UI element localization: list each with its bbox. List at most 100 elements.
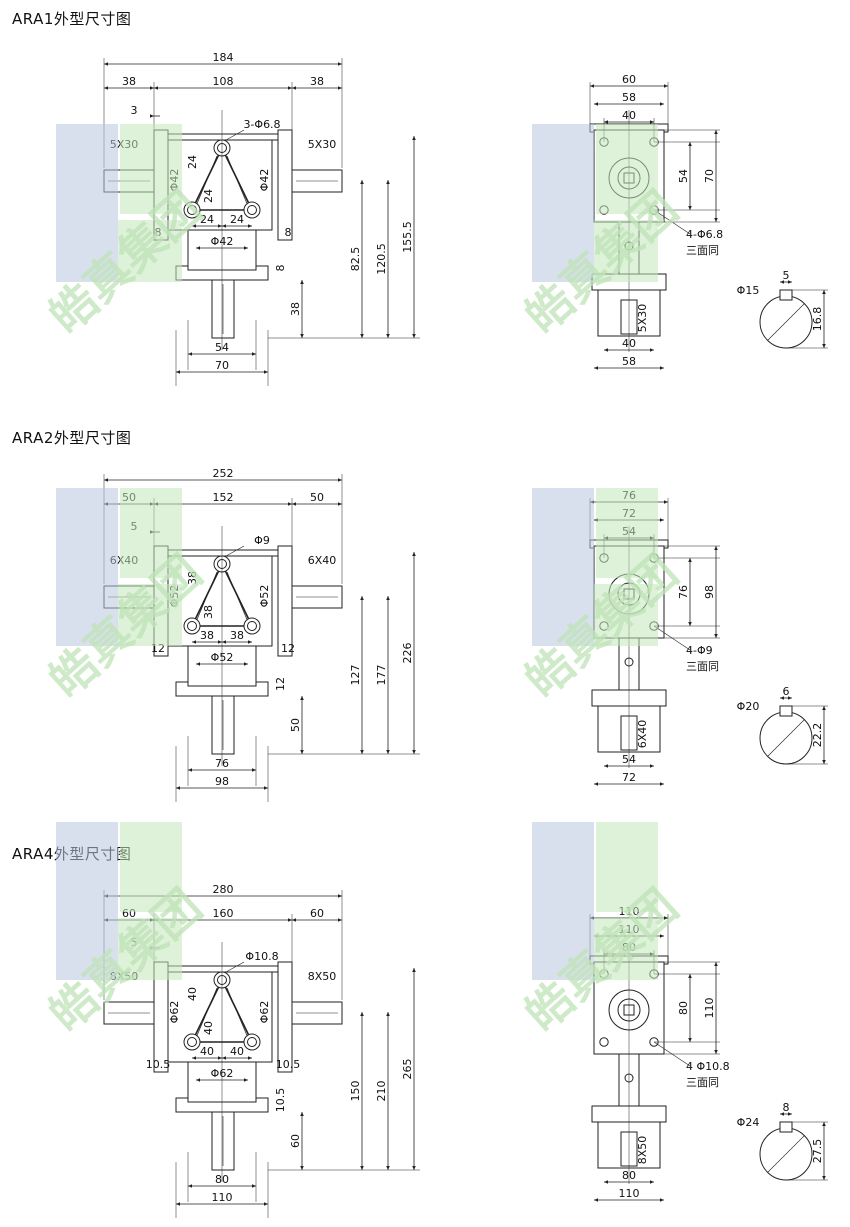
- arrowhead: [360, 180, 364, 184]
- arrowhead: [360, 334, 364, 338]
- dimension-label: 40: [202, 1021, 215, 1035]
- dimension-label: 58: [622, 91, 636, 104]
- circle: [243, 617, 261, 635]
- arrowhead: [660, 366, 664, 370]
- watermark-green-foot: [118, 584, 182, 646]
- arrowhead: [714, 130, 718, 134]
- circle: [243, 1033, 261, 1051]
- arrowhead: [594, 366, 598, 370]
- dimension-label: 82.5: [349, 247, 362, 272]
- arrowhead: [338, 918, 342, 922]
- arrowhead: [300, 1166, 304, 1170]
- arrowhead: [222, 224, 226, 228]
- arrowhead: [664, 500, 668, 504]
- dimension-label: 6: [783, 685, 790, 698]
- circle: [183, 617, 201, 635]
- dimension-label: 38: [186, 571, 199, 585]
- watermark-green-bar: [120, 124, 182, 214]
- dimension-label: 5X30: [636, 304, 649, 333]
- front-view: 25250152505Φ96X406X40Φ52Φ523838383812121…: [103, 467, 420, 802]
- dimension-label: 4-Φ6.8: [686, 228, 723, 241]
- arrowhead: [688, 142, 692, 146]
- section-title-ara1: ARA1外型尺寸图: [12, 10, 132, 28]
- arrowhead: [292, 502, 296, 506]
- arrowhead: [780, 696, 784, 700]
- arrowhead: [176, 1202, 180, 1206]
- arrowhead: [338, 502, 342, 506]
- dimension-label: 60: [622, 73, 636, 86]
- dimension-label: Φ52: [258, 585, 271, 608]
- dimension-label: 6X40: [308, 554, 337, 567]
- arrowhead: [412, 334, 416, 338]
- arrowhead: [688, 974, 692, 978]
- dimension-label: 54: [677, 169, 690, 183]
- arrowhead: [780, 280, 784, 284]
- line: [226, 571, 249, 623]
- dimension-label: 6X40: [636, 720, 649, 749]
- dimension-label: 8: [274, 265, 287, 272]
- dimension-label: 40: [230, 1045, 244, 1058]
- dimension-label: 27.5: [811, 1139, 824, 1164]
- dimension-label: 12: [274, 677, 287, 691]
- circle: [243, 201, 261, 219]
- line: [767, 1135, 805, 1173]
- dimension-label: 38: [202, 605, 215, 619]
- arrowhead: [300, 280, 304, 284]
- arrowhead: [714, 634, 718, 638]
- dimension-label: 38: [310, 75, 324, 88]
- arrowhead: [714, 1050, 718, 1054]
- arrowhead: [150, 114, 154, 118]
- dimension-label: 3: [131, 104, 138, 117]
- dimension-label: 50: [310, 491, 324, 504]
- arrowhead: [218, 224, 222, 228]
- arrowhead: [386, 180, 390, 184]
- arrowhead: [660, 1198, 664, 1202]
- arrowhead: [688, 1038, 692, 1042]
- dimension-label: 24: [202, 189, 215, 203]
- watermark-logo: 皓真集团: [39, 488, 212, 708]
- dimension-label: 38: [122, 75, 136, 88]
- dimension-label: 5: [783, 269, 790, 282]
- dimension-label: 70: [215, 359, 229, 372]
- dimension-label: 110: [703, 998, 716, 1019]
- arrowhead: [196, 246, 200, 250]
- outline: [165, 133, 289, 141]
- dimension-label: 152: [213, 491, 234, 504]
- dimension-label: 22.2: [811, 723, 824, 748]
- dimension-label: 150: [349, 1081, 362, 1102]
- dimension-label: 226: [401, 643, 414, 664]
- arrowhead: [288, 86, 292, 90]
- arrowhead: [188, 1184, 192, 1188]
- circle: [187, 1037, 197, 1047]
- arrowhead: [604, 764, 608, 768]
- outline: [165, 965, 289, 973]
- dimension-label: 4-Φ9: [686, 644, 713, 657]
- dimension-label: 38: [200, 629, 214, 642]
- dimension-label: 80: [622, 1169, 636, 1182]
- dimension-label: 10.5: [274, 1088, 287, 1113]
- arrowhead: [150, 86, 154, 90]
- arrowhead: [386, 334, 390, 338]
- dimension-label: 16.8: [811, 307, 824, 332]
- circle: [187, 205, 197, 215]
- dimension-label: 110: [619, 1187, 640, 1200]
- dimension-label: 24: [230, 213, 244, 226]
- dimension-label: 210: [375, 1081, 388, 1102]
- dimension-label: 120.5: [375, 243, 388, 275]
- arrowhead: [386, 596, 390, 600]
- dimension-label: 110: [212, 1191, 233, 1204]
- arrowhead: [688, 206, 692, 210]
- arrowhead: [222, 640, 226, 644]
- circle: [247, 1037, 257, 1047]
- dimension-label: 80: [215, 1173, 229, 1186]
- watermark-green-bar: [596, 124, 658, 214]
- watermark-green-foot: [594, 584, 658, 646]
- arrowhead: [822, 1176, 826, 1180]
- arrowhead: [248, 1056, 252, 1060]
- circle: [183, 201, 201, 219]
- arrowhead: [300, 750, 304, 754]
- dimension-label: 54: [215, 341, 229, 354]
- dimension-label: 58: [622, 355, 636, 368]
- arrowhead: [788, 1112, 792, 1116]
